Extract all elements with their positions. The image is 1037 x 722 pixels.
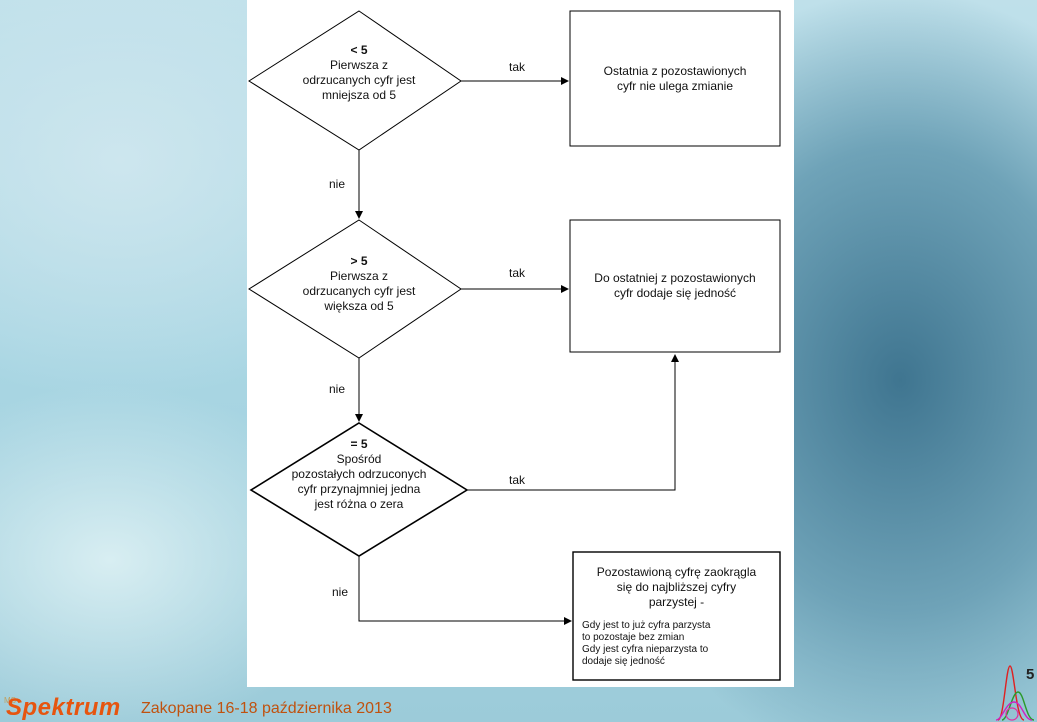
decision-2-label: Pierwsza z odrzucanych cyfr jest większa… [302, 269, 416, 313]
decision-3-label: Spośród pozostałych odrzuconych cyfr prz… [291, 452, 427, 511]
flowchart [248, 10, 781, 681]
outcome-2-text: Do ostatniej z pozostawionych cyfr dodaj… [594, 271, 756, 300]
label-nie-2: nie [329, 382, 346, 396]
decision-2-text: > 5 Pierwsza z odrzucanych cyfr jest wię… [299, 254, 419, 314]
arrow-tak-3 [467, 354, 679, 491]
spectrum-logo-icon [995, 665, 1035, 721]
brand-superscript: MS [4, 696, 16, 705]
label-nie-3: nie [332, 585, 349, 599]
outcome-1-text: Ostatnia z pozostawionych cyfr nie ulega… [603, 64, 747, 93]
decision-1-symbol: < 5 [350, 43, 368, 57]
decision-1-text: < 5 Pierwsza z odrzucanych cyfr jest mni… [299, 43, 419, 103]
label-tak-2: tak [509, 266, 526, 280]
outcome-3-text: Pozostawioną cyfrę zaokrągla się do najb… [596, 565, 757, 609]
brand-logo: Spektrum [6, 694, 121, 721]
decision-3-symbol: = 5 [350, 437, 368, 451]
outcome-box-3 [572, 551, 781, 681]
arrow-nie-3 [358, 556, 572, 625]
label-nie-1: nie [329, 177, 346, 191]
outcome-box-1 [569, 10, 781, 147]
decision-2-symbol: > 5 [350, 254, 368, 268]
page-number: 5 [1026, 666, 1035, 683]
decision-3-text: = 5 Spośród pozostałych odrzuconych cyfr… [277, 437, 441, 512]
label-tak-3: tak [509, 473, 526, 487]
label-tak-1: tak [509, 60, 526, 74]
outcome-box-2 [569, 219, 781, 353]
outcome-3-note: Gdy jest to już cyfra parzysta to pozost… [582, 620, 711, 667]
decision-1-label: Pierwsza z odrzucanych cyfr jest mniejsz… [302, 58, 416, 102]
event-text: Zakopane 16-18 października 2013 [141, 700, 392, 717]
